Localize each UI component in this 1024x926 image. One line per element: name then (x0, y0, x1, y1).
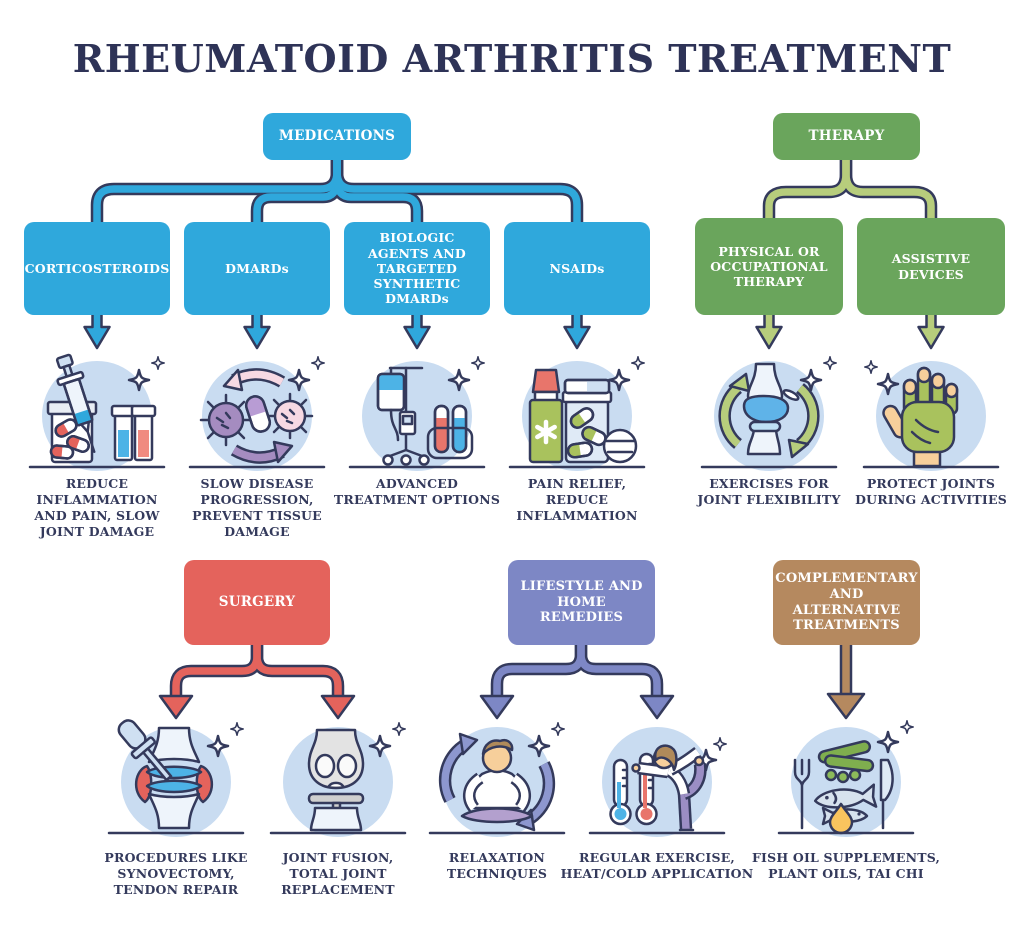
lifestyle-box: LIFESTYLE AND HOME REMEDIES (508, 560, 655, 645)
biologic-agents-caption: ADVANCED TREATMENT OPTIONS (333, 476, 501, 507)
exercise-thermometers-icon (588, 727, 727, 837)
corticosteroids-box: CORTICOSTEROIDS (24, 222, 170, 315)
nsaids-box: NSAIDs (504, 222, 650, 315)
medications-label: MEDICATIONS (278, 128, 396, 145)
complementary-box: COMPLEMENTARY AND ALTERNATIVE TREATMENTS (773, 560, 920, 645)
synovectomy-caption: PROCEDURES LIKE SYNOVECTOMY, TENDON REPA… (104, 850, 248, 897)
corticosteroids-caption: REDUCE INFLAMMATION AND PAIN, SLOW JOINT… (34, 476, 160, 539)
exercise-caption: REGULAR EXERCISE, HEAT/COLD APPLICATION (560, 850, 754, 881)
glove-hand-icon (862, 360, 1000, 471)
knee-prosthesis-icon (269, 722, 407, 837)
nsaids-label: NSAIDs (549, 260, 605, 276)
assistive-devices-caption: PROTECT JOINTS DURING ACTIVITIES (855, 476, 1007, 507)
assistive-devices-label: ASSISTIVE DEVICES (891, 251, 971, 282)
knee-joint-motion-icon (700, 356, 838, 471)
biologic-agents-label: BIOLOGIC AGENTS AND TARGETED SYNTHETIC D… (368, 230, 466, 307)
biologic-agents-box: BIOLOGIC AGENTS AND TARGETED SYNTHETIC D… (344, 222, 490, 315)
physical-therapy-box: PHYSICAL OR OCCUPATIONAL THERAPY (695, 218, 843, 315)
medications-box: MEDICATIONS (263, 113, 411, 160)
dmards-caption: SLOW DISEASE PROGRESSION, PREVENT TISSUE… (192, 476, 322, 539)
joint-replacement-caption: JOINT FUSION, TOTAL JOINT REPLACEMENT (281, 850, 395, 897)
ointment-pill-bottle-icon (508, 356, 646, 471)
iv-drip-test-tubes-icon (348, 356, 486, 471)
medication-down-arrows (83, 309, 591, 350)
lifestyle-connector (479, 640, 675, 720)
medications-connector (90, 155, 584, 226)
assistive-devices-box: ASSISTIVE DEVICES (857, 218, 1005, 315)
therapy-label: THERAPY (808, 128, 885, 145)
corticosteroids-label: CORTICOSTEROIDS (24, 260, 170, 276)
therapy-down-arrows (755, 309, 945, 350)
fish-oil-plate-icon (777, 720, 915, 837)
surgery-box: SURGERY (184, 560, 330, 645)
nsaids-caption: PAIN RELIEF, REDUCE INFLAMMATION (516, 476, 638, 523)
arthroscopy-joint-icon (107, 719, 245, 837)
fish-oil-caption: FISH OIL SUPPLEMENTS, PLANT OILS, TAI CH… (751, 850, 941, 881)
syringe-pill-bottle-icon (28, 353, 166, 471)
dmards-box: DMARDs (184, 222, 330, 315)
dmards-label: DMARDs (225, 260, 289, 276)
relaxation-caption: RELAXATION TECHNIQUES (446, 850, 548, 881)
immune-cells-capsule-icon (188, 356, 326, 471)
physical-therapy-label: PHYSICAL OR OCCUPATIONAL THERAPY (710, 243, 828, 290)
surgery-connector (158, 640, 356, 720)
meditation-icon (428, 722, 566, 837)
lifestyle-label: LIFESTYLE AND HOME REMEDIES (520, 578, 643, 626)
page-title: RHEUMATOID ARTHRITIS TREATMENT (72, 36, 952, 81)
therapy-box: THERAPY (773, 113, 920, 160)
physical-therapy-caption: EXERCISES FOR JOINT FLEXIBILITY (697, 476, 841, 507)
complementary-label: COMPLEMENTARY AND ALTERNATIVE TREATMENTS (775, 570, 918, 634)
surgery-label: SURGERY (218, 594, 296, 611)
therapy-connector (762, 155, 938, 222)
complementary-connector (826, 640, 866, 720)
